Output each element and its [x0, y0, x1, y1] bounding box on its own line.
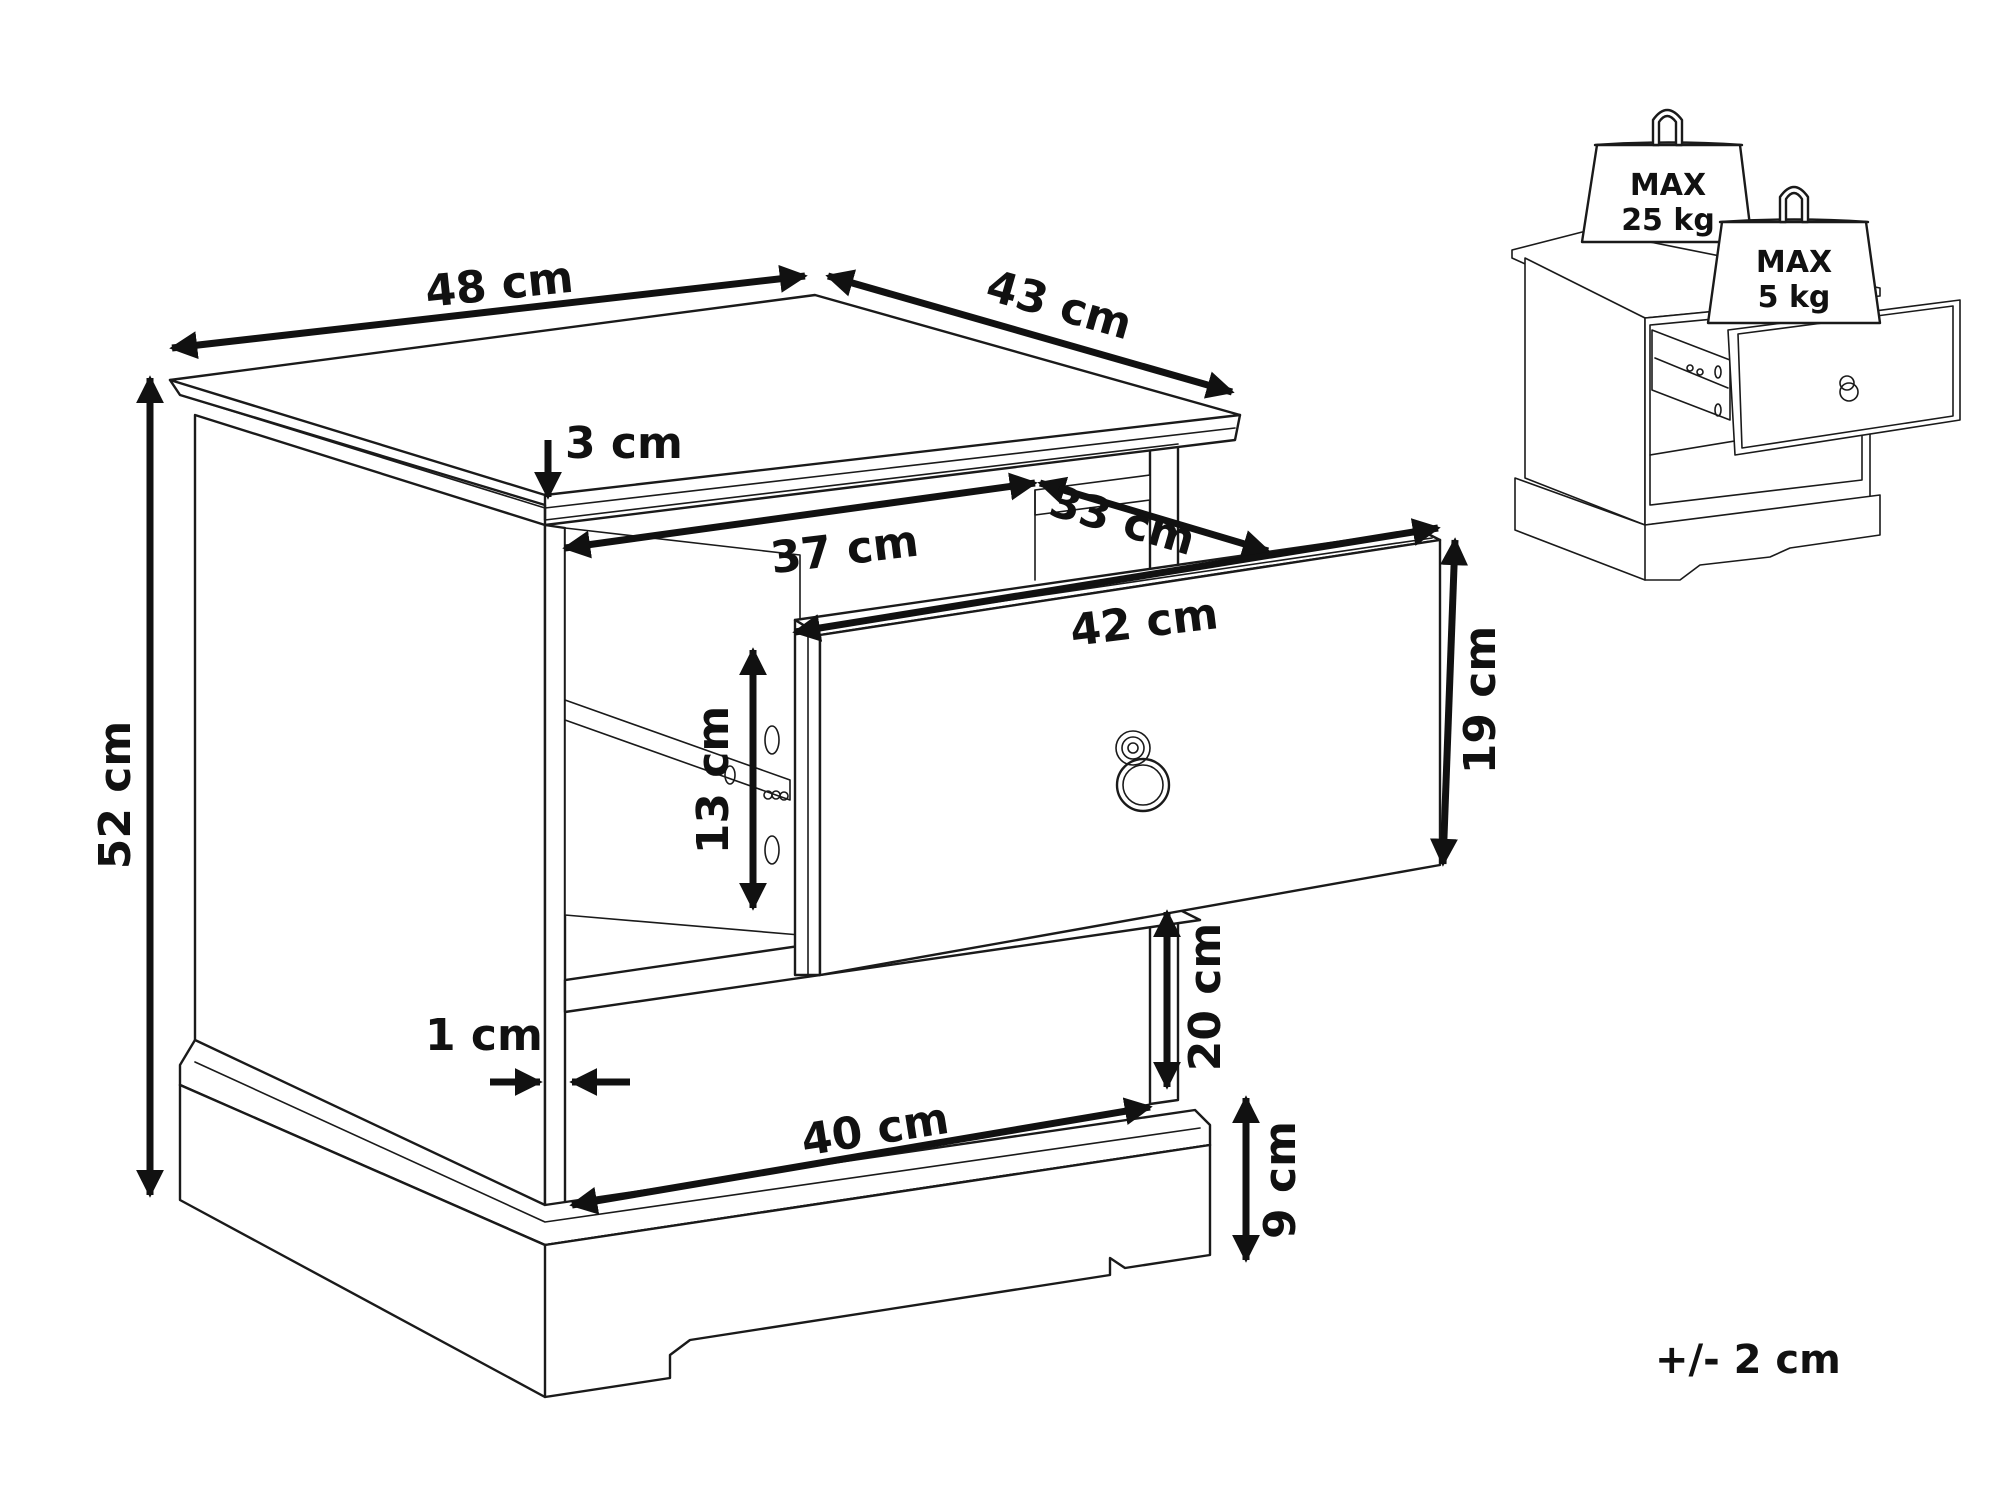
drawer-front-width-arrow	[792, 518, 1441, 642]
top-load-value-label: 25 kg	[1621, 203, 1715, 238]
drawer-load-value-label: 5 kg	[1758, 280, 1831, 315]
plinth-height-label: 9 cm	[1255, 1121, 1306, 1239]
inner-base-width-arrow	[569, 1097, 1153, 1215]
drawer-rail	[564, 699, 791, 801]
depth-top-label: 43 cm	[981, 260, 1138, 350]
top-load-max-label: MAX	[1630, 168, 1706, 203]
top-thickness-label: 3 cm	[565, 418, 683, 469]
drawer-load-max-label: MAX	[1756, 245, 1832, 280]
tolerance-label: +/- 2 cm	[1655, 1337, 1841, 1383]
ring-pull-icon[interactable]	[1115, 730, 1171, 813]
drawer-inner-width-arrow	[562, 472, 1038, 559]
weight-5kg-icon	[1706, 185, 1882, 325]
dimension-lines	[136, 264, 1469, 1263]
drawer-inner-width-label: 37 cm	[768, 516, 922, 585]
front-left-post	[543, 523, 567, 1207]
width-top-arrow	[169, 264, 808, 360]
drawer-inner-height-label: 13 cm	[688, 706, 739, 854]
height-total-label: 52 cm	[90, 721, 141, 869]
side-thickness-label: 1 cm	[425, 1010, 543, 1061]
drawer[interactable]	[793, 528, 1442, 977]
depth-top-arrow	[825, 269, 1235, 399]
drawer-front-height-arrow	[1429, 537, 1469, 867]
clearance-below-drawer-label: 20 cm	[1180, 923, 1231, 1071]
load-limit-inset: MAX 25 kg MAX 5 kg	[1511, 108, 1961, 581]
drawer-front-height-label: 19 cm	[1455, 626, 1506, 774]
